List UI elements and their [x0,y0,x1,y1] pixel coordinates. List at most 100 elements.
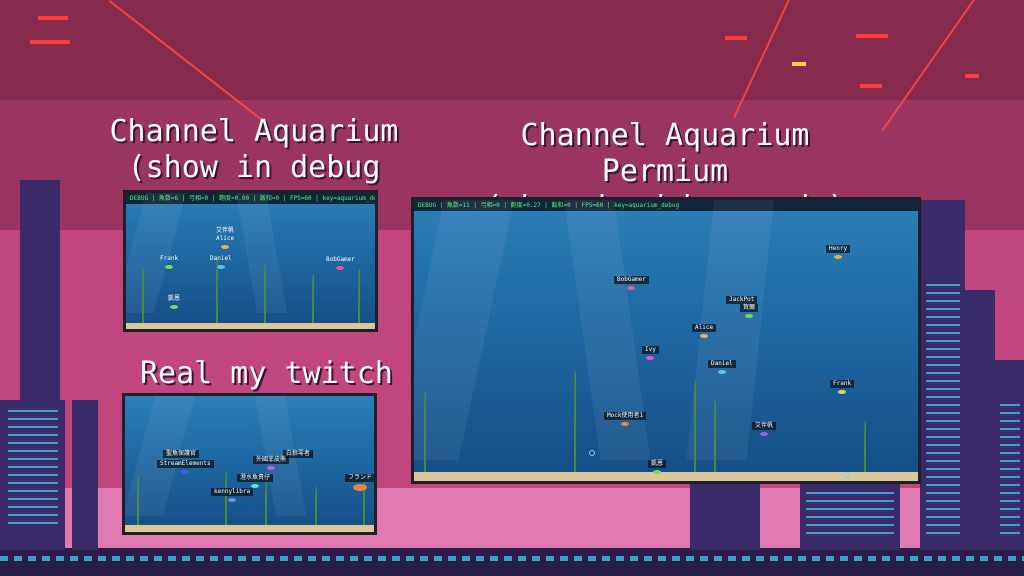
building-windows [926,280,960,540]
seaweed [216,259,218,329]
fish-name: Frank [160,255,179,262]
fish-name: Alice [216,235,235,242]
real-twitch-title: Real my twitch [140,356,393,392]
fish: BobGamer [614,276,649,290]
sand [126,323,375,329]
fish-icon [336,266,345,270]
building [965,290,995,550]
fish-icon [646,356,655,360]
fish-name: Alice [692,324,717,332]
road-markings [0,556,1024,561]
fish-name: kennylibra [211,488,254,496]
fish: BobGamer [326,256,355,270]
fish: 艾伴帆 [752,422,777,436]
fish-icon [621,422,630,426]
fish-name: BobGamer [326,256,355,263]
spark [856,34,888,38]
fish-icon [221,245,230,249]
fish-icon [228,498,237,502]
fish-icon [834,255,843,259]
fish-icon [170,305,178,309]
fish: Daniel [210,255,232,269]
real-twitch-title-text: Real my twitch [140,356,393,391]
building-windows [1000,400,1020,540]
fish-icon [760,432,768,436]
fish-name: JackPot [726,296,758,304]
premium-aquarium-window: DEBUG | 魚数=11 | 弓相=0 | 飽度=0.27 | 飯和=0 | … [411,197,921,484]
fish-name: 艾伴帆 [216,227,235,234]
seaweed [315,487,317,532]
bubble [589,450,595,456]
fish-name: フランド [345,474,374,482]
fish-name: Henry [826,245,851,253]
fish: Daniel [708,360,736,374]
seaweed [142,269,144,329]
seaweed [694,381,696,481]
seaweed [264,264,266,329]
fish-icon [717,370,726,374]
fish-icon [267,466,275,470]
building [72,400,98,550]
twitch-aquarium-window: 聖魚保護官 StreamElements 白狼零者 外國菲皮熊 澄水魚貴仔 ke… [122,393,377,535]
fish: kennylibra [211,488,254,502]
sand [125,525,374,532]
seaweed [137,477,139,532]
light-ray [414,200,514,460]
fish-name: StreamElements [157,460,214,468]
seaweed [312,274,314,329]
road [0,548,1024,576]
fish-name: 賀爾 [740,304,759,312]
fish: Frank [830,380,855,394]
seaweed [225,472,227,532]
fish-name: BobGamer [614,276,649,284]
fish: Alice [692,324,717,338]
fish-name: Frank [830,380,855,388]
fish: 澄水魚貴仔 [237,474,274,488]
fish-name: Ivy [642,346,659,354]
fish-name: Mock使用者1 [604,412,647,420]
fish-name: 艾伴帆 [752,422,777,430]
fish-name: 聖魚保護官 [163,450,200,458]
channel-aquarium-window: DEBUG | 魚数=6 | 弓相=0 | 飽度=0.00 | 飯和=0 | F… [123,190,378,332]
fish-icon [251,484,259,488]
fish-name: 外國菲皮熊 [253,456,290,464]
debug-bar: DEBUG | 魚数=11 | 弓相=0 | 飽度=0.27 | 飯和=0 | … [414,200,918,211]
spark [965,74,979,78]
fish: 賀爾 [740,304,759,318]
seaweed [363,482,365,532]
seaweed [265,482,267,532]
fish: 外國菲皮熊 [253,456,290,470]
fish: 凱恩 [168,295,180,309]
fish: Alice [216,235,234,249]
fish-name: 凱恩 [648,460,667,468]
fish-name: Daniel [210,255,232,262]
fish-icon [653,470,661,474]
seaweed [424,391,426,481]
fish-icon [700,334,709,338]
fish: 凱恩 [648,460,667,474]
fish: 聖魚保護官 [163,450,200,458]
premium-aquarium-title-text: Channel Aquarium Permium (show in debug … [484,118,845,225]
spark [860,84,882,88]
fish-icon [165,265,174,269]
seaweed [574,371,576,481]
fish: フランド [345,474,374,491]
seaweed [358,269,360,329]
fish: Frank [160,255,178,269]
light-ray [236,193,288,313]
fish: Mock使用者1 [604,412,647,426]
sand [414,472,918,481]
spark [38,16,68,20]
spark [725,36,747,40]
fish: StreamElements [157,460,214,474]
building-windows [8,410,58,530]
seaweed [714,401,716,481]
fish-name: 澄水魚貴仔 [237,474,274,482]
fish-name: Daniel [708,360,736,368]
fish: Henry [826,245,851,259]
premium-aquarium-title: Channel Aquarium Permium (show in debug … [455,118,875,226]
spark [30,40,70,44]
fish-icon [181,470,190,474]
fish-icon [353,484,367,491]
fish-icon [216,265,225,269]
